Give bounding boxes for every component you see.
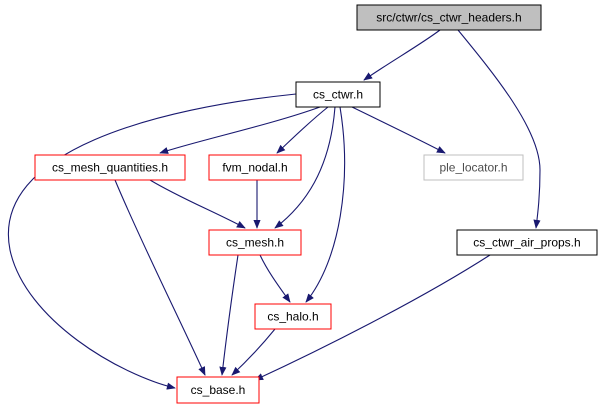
edge-cs_ctwr_headers-to-cs_ctwr_air_props [457, 29, 541, 229]
node-cs_ctwr_air_props[interactable]: cs_ctwr_air_props.h [456, 229, 598, 256]
node-label: cs_ctwr_air_props.h [473, 236, 580, 250]
node-box [456, 229, 598, 256]
node-label: cs_halo.h [267, 310, 318, 324]
node-label: cs_base.h [191, 383, 246, 397]
node-label: cs_mesh_quantities.h [52, 161, 168, 175]
edge-cs_ctwr-to-fvm_nodal [276, 106, 329, 154]
edge-cs_ctwr-to-cs_mesh_quantities [159, 106, 321, 154]
node-cs_mesh_quantities[interactable]: cs_mesh_quantities.h [34, 154, 186, 181]
node-cs_ctwr[interactable]: cs_ctwr.h [295, 81, 381, 108]
node-box [208, 154, 302, 181]
node-box [34, 154, 186, 181]
node-fvm_nodal[interactable]: fvm_nodal.h [208, 154, 302, 181]
node-cs_halo[interactable]: cs_halo.h [254, 303, 332, 330]
node-label: src/ctwr/cs_ctwr_headers.h [376, 11, 521, 25]
node-label: fvm_nodal.h [222, 161, 287, 175]
edge-cs_ctwr-to-cs_base [7, 93, 297, 390]
edge-cs_mesh-to-cs_base [219, 254, 239, 376]
node-cs_base[interactable]: cs_base.h [176, 376, 260, 404]
node-layer: src/ctwr/cs_ctwr_headers.h cs_ctwr.h cs_me… [34, 4, 598, 404]
edge-cs_ctwr_headers-to-cs_ctwr [363, 29, 441, 81]
edge-cs_mesh_quantities-to-cs_mesh [149, 179, 246, 229]
node-label: cs_mesh.h [226, 236, 284, 250]
node-box [176, 376, 260, 404]
node-cs_mesh[interactable]: cs_mesh.h [208, 229, 302, 256]
edge-cs_ctwr-to-cs_halo [305, 106, 346, 303]
node-box [208, 229, 302, 256]
edge-cs_ctwr-to-cs_mesh [274, 106, 336, 229]
node-label: cs_ctwr.h [313, 88, 363, 102]
node-ple_locator: ple_locator.h [423, 154, 524, 181]
edge-layer [7, 29, 541, 390]
node-box [356, 4, 542, 31]
edge-cs_mesh-to-cs_halo [259, 254, 291, 303]
node-box [295, 81, 381, 108]
edge-cs_halo-to-cs_base [231, 328, 276, 376]
node-cs_ctwr_headers[interactable]: src/ctwr/cs_ctwr_headers.h [356, 4, 542, 31]
edge-cs_mesh_quantities-to-cs_base [114, 179, 206, 376]
node-box [423, 154, 524, 181]
edge-cs_ctwr_air_props-to-cs_base [254, 254, 491, 381]
edge-cs_ctwr-to-ple_locator [351, 106, 446, 154]
node-label: ple_locator.h [439, 161, 507, 175]
node-box [254, 303, 332, 330]
